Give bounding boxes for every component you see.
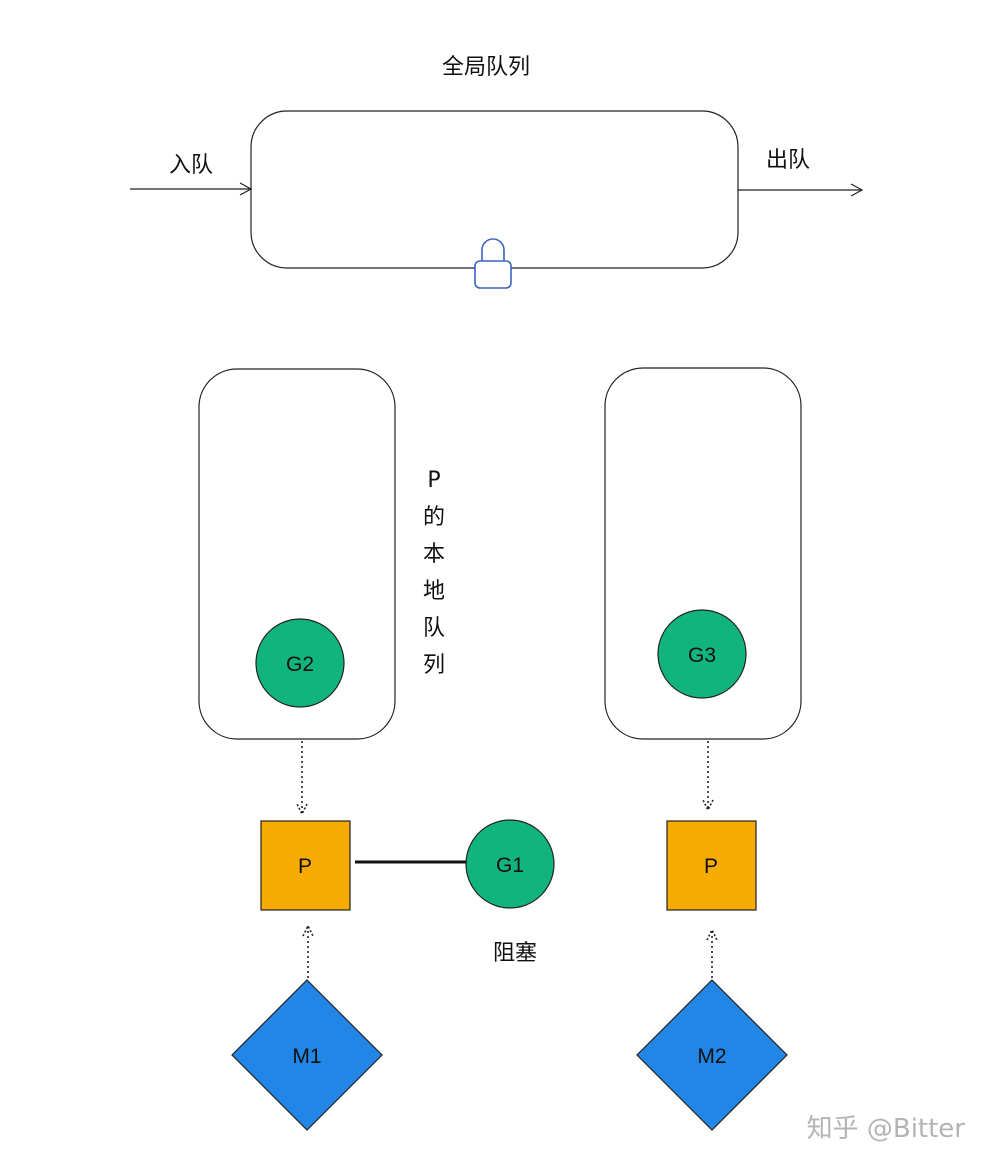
- goroutine-g3: [657, 609, 747, 699]
- local-queue-label-char: 列: [423, 653, 445, 678]
- goroutine-g2: [255, 618, 345, 708]
- blocked-label: 阻塞: [493, 941, 537, 966]
- local-queue-right: [604, 367, 802, 740]
- processor-right: [666, 820, 757, 911]
- goroutine-g1-label: G1: [496, 854, 524, 877]
- local-queue-label-char: 队: [423, 616, 445, 641]
- lock-icon: [474, 238, 512, 289]
- goroutine-g3-label: G3: [688, 644, 716, 667]
- machine-m1: [231, 979, 383, 1131]
- local-queue-label-char: 本: [423, 542, 445, 567]
- machine-m2: [636, 979, 788, 1131]
- local-queue-label-char: 的: [423, 505, 445, 530]
- machine-m2-label: M2: [697, 1045, 726, 1068]
- watermark: 知乎 @Bitter: [807, 1114, 966, 1144]
- machine-m1-label: M1: [292, 1045, 321, 1068]
- local-queue-label-char: 地: [423, 579, 445, 604]
- goroutine-g2-label: G2: [286, 653, 314, 676]
- local-queue-left: [198, 368, 396, 740]
- global-queue-title: 全局队列: [442, 55, 530, 80]
- enqueue-label: 入队: [169, 153, 213, 178]
- local-queue-label: P 的 本 地 队 列: [423, 468, 445, 678]
- dequeue-label: 出队: [766, 148, 810, 173]
- global-queue-box: [250, 110, 739, 269]
- goroutine-g1: [465, 819, 555, 909]
- processor-left-label: P: [298, 855, 312, 878]
- local-queue-label-char: P: [427, 468, 440, 493]
- processor-right-label: P: [704, 855, 718, 878]
- processor-left: [260, 820, 351, 911]
